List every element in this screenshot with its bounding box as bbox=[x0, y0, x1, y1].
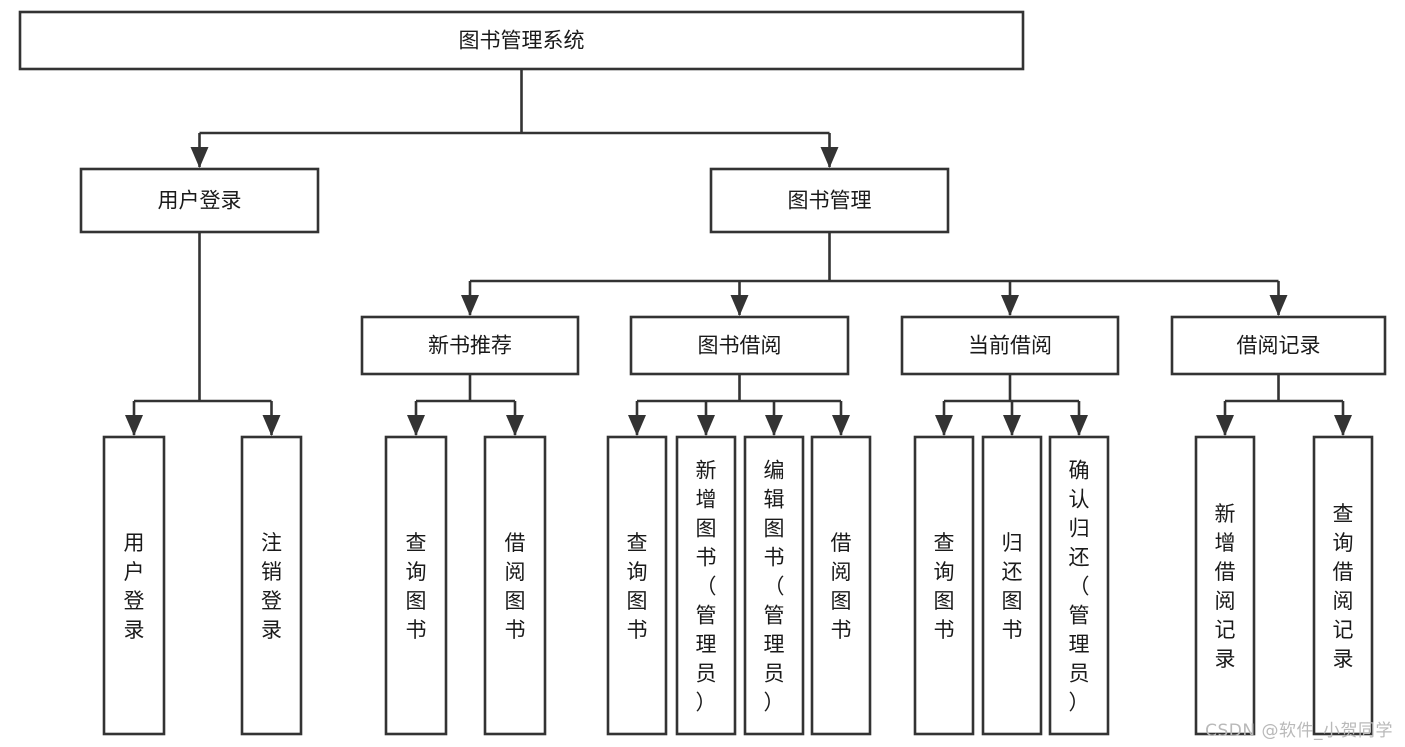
node-box[interactable] bbox=[981, 435, 1043, 736]
node-box[interactable] bbox=[743, 435, 805, 736]
node-leaf-add-book[interactable]: 新增图书（管理员） bbox=[675, 435, 737, 736]
arrow-head bbox=[697, 415, 715, 436]
arrow-head bbox=[1001, 295, 1019, 316]
node-leaf-logout[interactable]: 注销登录 bbox=[240, 435, 303, 736]
node-box[interactable] bbox=[240, 435, 303, 736]
arrow-head bbox=[262, 415, 281, 436]
arrow-head bbox=[125, 415, 143, 436]
node-box[interactable] bbox=[913, 435, 975, 736]
connector-group-user-login bbox=[125, 232, 281, 436]
node-label: 当前借阅 bbox=[968, 334, 1052, 358]
arrow-head bbox=[730, 295, 749, 316]
node-label: 借阅图书 bbox=[505, 531, 526, 642]
csdn-watermark: CSDN @软件_小贺同学 bbox=[1205, 721, 1393, 741]
arrow-head bbox=[765, 415, 783, 436]
node-new-book-recommend[interactable]: 新书推荐 bbox=[360, 315, 580, 376]
node-label: 编辑图书（管理员） bbox=[764, 459, 785, 715]
node-box[interactable] bbox=[384, 435, 448, 736]
node-leaf-confirm-return[interactable]: 确认归还（管理员） bbox=[1048, 435, 1110, 736]
node-box[interactable] bbox=[1048, 435, 1110, 736]
arrow-head bbox=[832, 415, 850, 436]
arrow-head bbox=[1216, 415, 1234, 436]
node-label: 查询借阅记录 bbox=[1333, 502, 1354, 671]
connector-layer bbox=[125, 69, 1352, 436]
node-box[interactable] bbox=[810, 435, 872, 736]
node-label: 查询图书 bbox=[627, 531, 648, 642]
node-label: 用户登录 bbox=[124, 531, 145, 642]
node-label: 新增图书（管理员） bbox=[696, 459, 717, 715]
node-leaf-user-login[interactable]: 用户登录 bbox=[102, 435, 166, 736]
node-box[interactable] bbox=[79, 167, 320, 234]
arrow-head bbox=[1269, 295, 1288, 316]
node-label: 图书管理 bbox=[788, 189, 872, 213]
node-layer: 图书管理系统用户登录图书管理新书推荐图书借阅当前借阅借阅记录用户登录注销登录查询… bbox=[18, 10, 1387, 736]
connector-group-new-book-recommend bbox=[407, 374, 524, 436]
connector-group-current-borrow bbox=[935, 374, 1088, 436]
node-leaf-query-book-3[interactable]: 查询图书 bbox=[913, 435, 975, 736]
node-box[interactable] bbox=[900, 315, 1120, 376]
node-box[interactable] bbox=[1170, 315, 1387, 376]
node-label: 借阅图书 bbox=[831, 531, 852, 642]
node-root[interactable]: 图书管理系统 bbox=[18, 10, 1025, 71]
node-box[interactable] bbox=[18, 10, 1025, 71]
node-label: 新增借阅记录 bbox=[1215, 502, 1236, 671]
arrow-head bbox=[935, 415, 953, 436]
node-label: 图书借阅 bbox=[698, 334, 782, 358]
node-leaf-return-book[interactable]: 归还图书 bbox=[981, 435, 1043, 736]
node-leaf-borrow-book-1[interactable]: 借阅图书 bbox=[483, 435, 547, 736]
node-box[interactable] bbox=[606, 435, 668, 736]
arrow-head bbox=[506, 415, 524, 436]
node-leaf-query-record[interactable]: 查询借阅记录 bbox=[1312, 435, 1374, 736]
node-box[interactable] bbox=[483, 435, 547, 736]
node-label: 借阅记录 bbox=[1237, 334, 1321, 358]
node-leaf-query-book-1[interactable]: 查询图书 bbox=[384, 435, 448, 736]
arrow-head bbox=[1334, 415, 1352, 436]
node-label: 图书管理系统 bbox=[459, 29, 585, 53]
node-book-manage[interactable]: 图书管理 bbox=[709, 167, 950, 234]
node-label: 查询图书 bbox=[406, 531, 427, 642]
arrow-head bbox=[628, 415, 646, 436]
node-box[interactable] bbox=[629, 315, 850, 376]
node-borrow-record[interactable]: 借阅记录 bbox=[1170, 315, 1387, 376]
connector-group-book-manage bbox=[461, 232, 1288, 316]
node-leaf-add-record[interactable]: 新增借阅记录 bbox=[1194, 435, 1256, 736]
node-box[interactable] bbox=[360, 315, 580, 376]
node-label: 查询图书 bbox=[934, 531, 955, 642]
arrow-head bbox=[407, 415, 425, 436]
connector-group-borrow-record bbox=[1216, 374, 1352, 436]
node-label: 归还图书 bbox=[1002, 531, 1023, 642]
node-user-login[interactable]: 用户登录 bbox=[79, 167, 320, 234]
node-leaf-edit-book[interactable]: 编辑图书（管理员） bbox=[743, 435, 805, 736]
arrow-head bbox=[190, 147, 209, 168]
arrow-head bbox=[820, 147, 839, 168]
connector-group-root bbox=[190, 69, 839, 168]
node-box[interactable] bbox=[1312, 435, 1374, 736]
arrow-head bbox=[461, 295, 479, 316]
node-label: 注销登录 bbox=[261, 531, 282, 642]
node-label: 用户登录 bbox=[158, 189, 242, 213]
node-leaf-borrow-book-2[interactable]: 借阅图书 bbox=[810, 435, 872, 736]
node-leaf-query-book-2[interactable]: 查询图书 bbox=[606, 435, 668, 736]
node-current-borrow[interactable]: 当前借阅 bbox=[900, 315, 1120, 376]
node-box[interactable] bbox=[675, 435, 737, 736]
node-book-borrow[interactable]: 图书借阅 bbox=[629, 315, 850, 376]
node-box[interactable] bbox=[1194, 435, 1256, 736]
node-label: 新书推荐 bbox=[428, 334, 512, 358]
arrow-head bbox=[1003, 415, 1021, 436]
connector-group-book-borrow bbox=[628, 374, 850, 436]
arrow-head bbox=[1070, 415, 1088, 436]
node-box[interactable] bbox=[102, 435, 166, 736]
node-label: 确认归还（管理员） bbox=[1069, 459, 1090, 715]
node-box[interactable] bbox=[709, 167, 950, 234]
